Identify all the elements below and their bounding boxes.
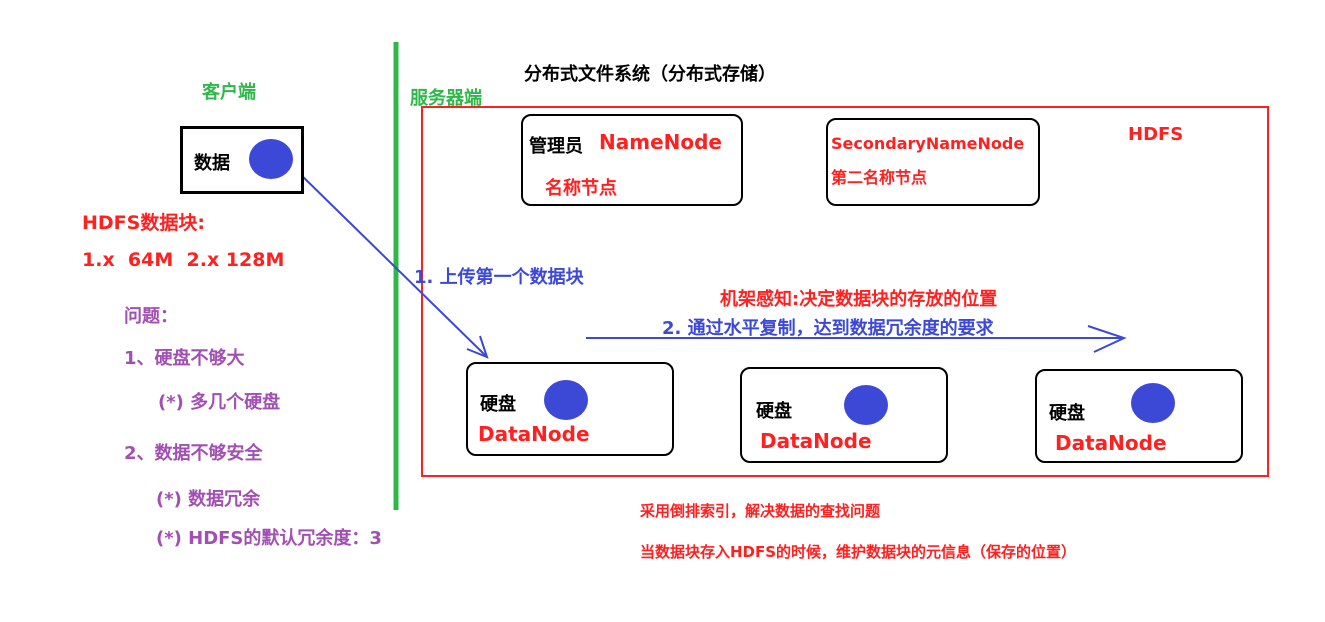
datanode-1-name: DataNode <box>478 422 590 446</box>
upload-step-label: 1. 上传第一个数据块 <box>414 267 584 288</box>
datanode-box-2: 硬盘 DataNode <box>740 367 948 463</box>
client-title: 客户端 <box>202 82 256 103</box>
namenode-name: NameNode <box>599 130 722 154</box>
metadata-note: 当数据块存入HDFS的时候，维护数据块的元信息（保存的位置） <box>640 543 1077 561</box>
server-title: 服务器端 <box>410 88 482 109</box>
client-data-label: 数据 <box>194 153 230 174</box>
client-data-box: 数据 <box>180 126 304 194</box>
rack-awareness-label: 机架感知:决定数据块的存放的位置 <box>720 289 998 310</box>
secondary-namenode-desc: 第二名称节点 <box>831 168 928 187</box>
problems-title: 问题： <box>124 306 178 327</box>
upload-arrowhead <box>466 335 489 359</box>
problem-1-solution: (*) 多几个硬盘 <box>158 392 281 413</box>
hdfs-boundary <box>421 106 1269 477</box>
problem-2-solution-2: (*) HDFS的默认冗余度：3 <box>156 528 382 549</box>
datanode-3-block-dot <box>1131 383 1175 423</box>
problem-1: 1、硬盘不够大 <box>124 348 245 369</box>
datanode-box-1: 硬盘 DataNode <box>466 362 674 456</box>
upload-arrow <box>295 169 488 358</box>
data-block-dot <box>249 139 293 179</box>
datanode-2-block-dot <box>844 385 888 425</box>
namenode-desc: 名称节点 <box>545 178 617 199</box>
block-info-title: HDFS数据块: <box>82 212 205 234</box>
datanode-3-disk: 硬盘 <box>1049 403 1085 424</box>
datanode-1-disk: 硬盘 <box>480 394 516 415</box>
problem-2-solution-1: (*) 数据冗余 <box>156 489 261 510</box>
secondary-namenode-name: SecondaryNameNode <box>831 134 1025 153</box>
replication-arrowhead <box>1087 325 1127 353</box>
problem-2: 2、数据不够安全 <box>124 443 263 464</box>
inverted-index-note: 采用倒排索引，解决数据的查找问题 <box>640 502 881 520</box>
datanode-2-disk: 硬盘 <box>756 401 792 422</box>
hdfs-label: HDFS <box>1128 124 1184 145</box>
block-info-sizes: 1.x 64M 2.x 128M <box>82 249 285 271</box>
namenode-role: 管理员 <box>529 136 583 157</box>
datanode-2-name: DataNode <box>760 429 872 453</box>
system-title: 分布式文件系统（分布式存储） <box>524 64 776 85</box>
namenode-box: 管理员 NameNode 名称节点 <box>521 114 743 206</box>
replication-step-label: 2. 通过水平复制，达到数据冗余度的要求 <box>662 318 994 339</box>
secondary-namenode-box: SecondaryNameNode 第二名称节点 <box>826 118 1040 206</box>
datanode-box-3: 硬盘 DataNode <box>1035 369 1243 463</box>
datanode-1-block-dot <box>544 380 588 420</box>
datanode-3-name: DataNode <box>1055 431 1167 455</box>
